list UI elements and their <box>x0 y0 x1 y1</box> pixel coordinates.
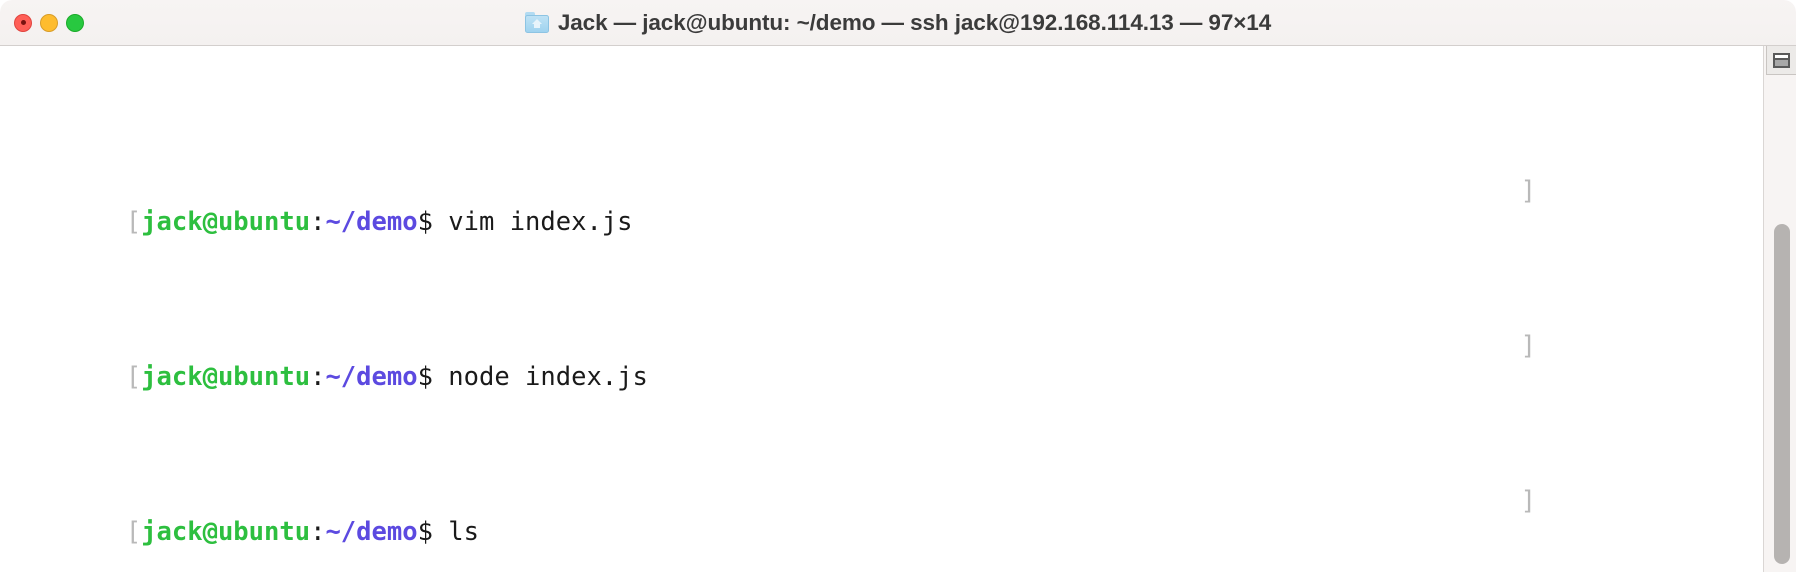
prompt-user-host: jack@ubuntu <box>141 517 311 547</box>
command-mark-open: [ <box>125 362 142 392</box>
folder-home-icon <box>524 12 549 33</box>
scrollbar-column <box>1763 46 1796 572</box>
prompt-user-host: jack@ubuntu <box>141 362 311 392</box>
minimize-button[interactable] <box>40 13 58 32</box>
terminal-body[interactable]: [jack@ubuntu:~/demo$ vim index.js ] [jac… <box>0 46 1796 572</box>
scrollbar-track[interactable] <box>1765 76 1796 572</box>
prompt-path: ~/demo <box>325 362 418 392</box>
prompt-symbol: $ <box>417 517 449 547</box>
command-mark-open: [ <box>125 517 142 547</box>
scrollbar-thumb[interactable] <box>1774 224 1790 564</box>
terminal-line: [jack@ubuntu:~/demo$ ls ] <box>0 486 1540 547</box>
command-mark-open: [ <box>125 207 142 237</box>
prompt-user-host: jack@ubuntu <box>141 207 311 237</box>
prompt-path: ~/demo <box>325 517 418 547</box>
prompt-separator: : <box>310 517 326 547</box>
terminal-line: [jack@ubuntu:~/demo$ node index.js ] <box>0 331 1540 392</box>
command-text: node index.js <box>448 362 648 392</box>
terminal-line: [jack@ubuntu:~/demo$ vim index.js ] <box>0 176 1540 237</box>
prompt-path: ~/demo <box>325 207 418 237</box>
prompt-symbol: $ <box>417 362 449 392</box>
window-controls <box>14 0 84 45</box>
command-mark-close: ] <box>1520 331 1536 361</box>
prompt-symbol: $ <box>417 207 449 237</box>
split-pane-button[interactable] <box>1766 46 1796 75</box>
command-text: vim index.js <box>448 207 633 237</box>
split-pane-icon <box>1773 52 1790 68</box>
command-text: ls <box>448 517 479 547</box>
window-title: Jack — jack@ubuntu: ~/demo — ssh jack@19… <box>524 9 1272 36</box>
title-bar[interactable]: Jack — jack@ubuntu: ~/demo — ssh jack@19… <box>0 0 1796 46</box>
window-title-text: Jack — jack@ubuntu: ~/demo — ssh jack@19… <box>557 9 1272 35</box>
command-mark-close: ] <box>1520 486 1536 516</box>
prompt-separator: : <box>310 362 326 392</box>
close-button[interactable] <box>14 13 32 32</box>
command-mark-close: ] <box>1520 176 1536 206</box>
terminal-screen[interactable]: [jack@ubuntu:~/demo$ vim index.js ] [jac… <box>0 46 1540 572</box>
maximize-button[interactable] <box>66 13 84 32</box>
prompt-separator: : <box>310 207 326 237</box>
